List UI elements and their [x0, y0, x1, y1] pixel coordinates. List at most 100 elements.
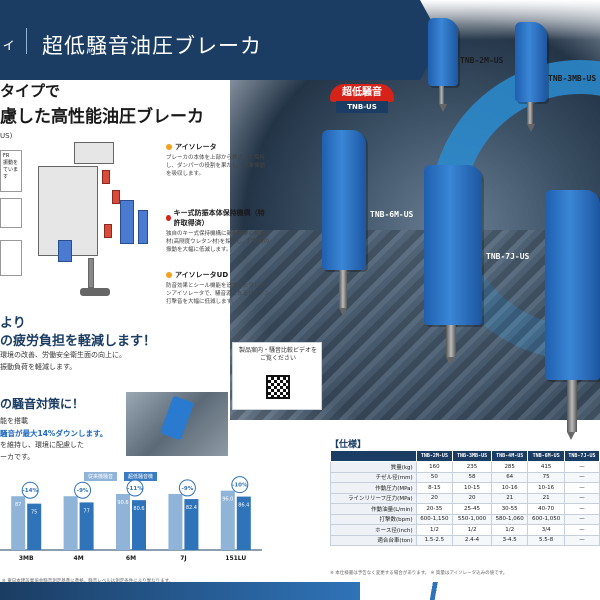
chart-reduction-label: -9%	[182, 486, 194, 492]
spec-cell: 1.5-2.5	[415, 534, 454, 546]
spec-cell: 21	[527, 492, 565, 504]
chisel-3mb	[527, 102, 535, 132]
spec-row-label: 質量(kg)	[330, 461, 417, 473]
chart-bar-4M-0	[63, 496, 78, 550]
model-label-7j: TNB-7J-US	[486, 252, 530, 261]
spec-cell: 600-1,150	[415, 513, 454, 525]
chart-reduction-label: -14%	[22, 488, 38, 494]
chart-bar-label: 75	[31, 510, 37, 516]
chart-bar-label: 86.4	[238, 503, 249, 509]
diagram-key-red-3	[104, 224, 112, 238]
model-label-6m: TNB-6M-US	[370, 210, 414, 219]
headline-line-1: タイプで	[0, 82, 61, 100]
spec-cell: 58	[452, 471, 492, 483]
feature-body-1: ブレーカの本体を上部から押さえて保持し、ダンパーの役割を果たし、打撃振動を吸収し…	[166, 155, 266, 177]
diagram-label-2: ています	[3, 167, 19, 180]
chisel-2m	[439, 86, 447, 112]
spec-cell: 1/2	[490, 524, 529, 536]
feature-dot-icon	[166, 215, 171, 221]
chart-bar-label: 90.6	[117, 500, 128, 506]
spec-cell: 5.5-8	[527, 534, 565, 546]
video-box[interactable]: 製品案内・騒音比較ビデオをご覧ください	[232, 342, 322, 410]
noise-body-3: を維持し、環境に配慮した	[0, 441, 84, 449]
legend-low-noise: 超低騒音機	[124, 472, 158, 481]
diagram-tag-3	[0, 240, 22, 276]
chart-bar-151LU-0	[220, 490, 235, 550]
chart-category-label: 6M	[126, 555, 136, 562]
spec-cell: 10-16	[490, 482, 529, 494]
us-label: US)	[0, 132, 13, 140]
chisel-6m	[339, 270, 347, 316]
fatigue-body-1: 環境の改善、労働安全衛生面の向上に。	[0, 351, 126, 359]
spec-cell: 3/4	[527, 524, 565, 536]
chart-bar-label: 82.4	[186, 505, 197, 511]
spec-cell: —	[563, 492, 600, 504]
feature-dot-icon	[166, 144, 172, 150]
ultra-low-noise-badge: 超低騒音 TNB-US	[330, 84, 394, 114]
spec-cell: 8-15	[415, 482, 454, 494]
feature-body-3: 防音効果とシール機能を追求したウレタンアイソレータで、騒音源となるピストン打撃音…	[166, 283, 270, 305]
chart-reduction-badge	[21, 481, 39, 499]
chart-reduction-label: -11%	[127, 486, 143, 492]
header-band: ィ 超低騒音油圧ブレーカ	[0, 0, 442, 80]
header-subtitle: ィ	[2, 37, 16, 53]
spec-cell: 2.4-4	[452, 534, 492, 546]
chart-reduction-badge	[231, 476, 249, 494]
spec-cell: 235	[452, 461, 492, 473]
spec-cell: —	[563, 534, 600, 546]
model-label-2m: TNB-2M-US	[460, 56, 504, 65]
work-site-photo	[126, 392, 228, 456]
headline-line-2: 慮した高性能油圧ブレーカ	[0, 107, 204, 127]
spec-cell: 10-15	[452, 482, 492, 494]
spec-cell: —	[563, 471, 600, 483]
legend-conventional: 従来機騒音	[84, 472, 118, 481]
diagram-tag-2	[0, 198, 22, 228]
chart-category-label: 7J	[180, 555, 186, 562]
hammer-7j	[424, 165, 482, 325]
spec-cell: 40-70	[527, 503, 565, 515]
spec-cell: 285	[490, 461, 529, 473]
chart-bar-3MB-1	[27, 503, 42, 550]
fatigue-body-2: 振動負荷を軽減します。	[0, 363, 77, 371]
spec-cell: 20	[452, 492, 492, 504]
feature-dot-icon	[166, 272, 172, 278]
diagram-key-red-2	[112, 190, 120, 204]
diagram-label-0: FR	[3, 153, 10, 159]
spec-cell: 20	[415, 492, 454, 504]
diagram-tag: FR 振動を ています	[0, 150, 22, 192]
spec-cell: 25-45	[452, 503, 492, 515]
diagram-isolator-2	[138, 210, 148, 244]
spec-cell: 21	[490, 492, 529, 504]
feature-title-2: キー式防振本体保持機構（特許取得済）	[173, 209, 265, 227]
chart-bar-label: 87	[15, 502, 21, 508]
spec-column-header: TNB-4M-US	[490, 450, 529, 462]
feature-isolator-ud: アイソレータUD 防音効果とシール機能を追求したウレタンアイソレータで、騒音源と…	[166, 270, 270, 306]
spec-cell: —	[563, 503, 600, 515]
spec-title: 【仕様】	[330, 440, 367, 450]
fatigue-heading-2: の疲労負担を軽減します！	[0, 334, 157, 349]
hammer-large	[545, 190, 600, 380]
spec-cell: 600-1,050	[527, 513, 565, 525]
spec-row-label: 作動圧力(MPa)	[330, 482, 417, 494]
chisel-large	[567, 380, 577, 440]
spec-cell: 1/2	[452, 524, 492, 536]
spec-cell: 50	[415, 471, 454, 483]
spec-row-label: 作動油量(L/min)	[330, 503, 417, 515]
qr-code-icon[interactable]	[266, 375, 290, 399]
spec-cell: 415	[527, 461, 565, 473]
spec-cell: 10-16	[527, 482, 565, 494]
chart-reduction-badge	[74, 481, 92, 499]
diagram-top-block	[74, 142, 114, 164]
fatigue-heading-1: より	[0, 316, 26, 331]
spec-cell: 160	[415, 461, 454, 473]
noise-body-1: 能を搭載	[0, 417, 28, 425]
chart-category-label: 3MB	[19, 555, 34, 562]
